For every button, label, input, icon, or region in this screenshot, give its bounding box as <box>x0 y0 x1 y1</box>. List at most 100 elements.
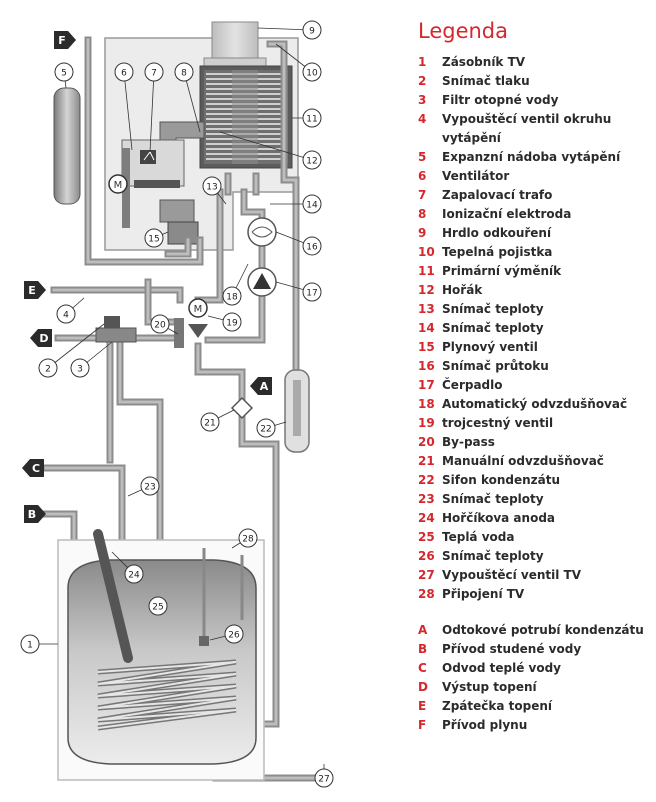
legend-item-number: 6 <box>418 169 427 183</box>
boiler-diagram: M M <box>20 20 334 788</box>
callout-leader <box>219 131 313 161</box>
pipe-core <box>166 238 190 256</box>
legend-item: 26 Snímač teploty <box>418 547 654 566</box>
legend-item-text: Snímač teploty <box>442 321 544 335</box>
callout-circle <box>302 62 322 82</box>
callout-circle <box>224 624 244 644</box>
legend-item-text: Filtr otopné vody <box>442 93 559 107</box>
pipe-core <box>196 190 222 302</box>
legend-item-text: Sifon kondenzátu <box>442 473 561 487</box>
legend-item-number: 4 <box>418 112 427 126</box>
legend-item: 27 Vypouštěcí ventil TV <box>418 566 654 585</box>
legend-item-text: Zpátečka topení <box>442 699 552 713</box>
legend-gap <box>418 604 654 621</box>
pipe <box>240 188 266 222</box>
callout-27: 27 <box>314 764 334 788</box>
legend-item-number: 11 <box>418 264 435 278</box>
legend-item-text: Přívod plynu <box>442 718 528 732</box>
pipe-core <box>206 294 264 342</box>
legend-item-number: E <box>418 699 427 713</box>
legend-item-number: 22 <box>418 473 435 487</box>
callout-22: 22 <box>256 418 287 438</box>
legend-item-text: Vypouštěcí ventil TV <box>442 568 582 582</box>
legend-item: 16 Snímač průtoku <box>418 357 654 376</box>
callout-circle <box>56 304 76 324</box>
legend-item-number: 12 <box>418 283 435 297</box>
legend-item-text: Snímač teploty <box>442 492 544 506</box>
connection-tag-label: C <box>32 462 40 475</box>
callout-leader <box>183 71 201 133</box>
callout-4: 4 <box>56 297 85 324</box>
expansion-vessel <box>53 87 81 205</box>
callout-number: 15 <box>148 235 159 245</box>
callout-15: 15 <box>144 228 169 248</box>
callout-8: 8 <box>174 62 201 133</box>
legend-item-number: 19 <box>418 416 435 430</box>
legend-item-number: 28 <box>418 587 435 601</box>
connection-tag-label: D <box>39 332 48 345</box>
callout-number: 22 <box>260 425 271 435</box>
callout-number: 19 <box>226 319 238 329</box>
legend-item: 22 Sifon kondenzátu <box>418 471 654 490</box>
callout-circle <box>200 412 220 432</box>
callout-17: 17 <box>275 281 322 302</box>
callout-26: 26 <box>209 624 244 644</box>
callout-number: 12 <box>306 157 317 167</box>
legend-item-text: Manuální odvzdušňovač <box>442 454 604 468</box>
callout-circle <box>140 476 160 496</box>
callout-circle <box>238 528 258 548</box>
legend-item-number: 16 <box>418 359 435 373</box>
callout-circle <box>256 418 276 438</box>
legend-item-number: 18 <box>418 397 435 411</box>
legend-item-number: 15 <box>418 340 435 354</box>
connection-tag-label: A <box>260 380 269 393</box>
callout-number: 23 <box>144 483 155 493</box>
pipe-core <box>196 344 244 400</box>
callout-leader <box>123 71 133 151</box>
callout-2: 2 <box>38 323 105 378</box>
pipe-core <box>86 38 202 264</box>
legend-item-number: 27 <box>418 568 435 582</box>
legend-item-text: Snímač teploty <box>442 549 544 563</box>
legend-item-text: trojcestný ventil <box>442 416 554 430</box>
callout-circle <box>302 194 322 214</box>
condensate-siphon <box>284 369 310 453</box>
callout-leader <box>149 71 155 153</box>
callout-13: 13 <box>202 176 227 205</box>
callout-1: 1 <box>20 634 58 654</box>
legend-item-text: Ionizační elektroda <box>442 207 572 221</box>
legend-item-text: Zásobník TV <box>442 55 526 69</box>
callout-9: 9 <box>257 20 322 40</box>
legend-item-text: Plynový ventil <box>442 340 538 354</box>
callout-circle <box>144 62 164 82</box>
legend-item: 15 Plynový ventil <box>418 338 654 357</box>
legend-item-text: Snímač teploty <box>442 302 544 316</box>
hot-water-tank <box>57 539 265 781</box>
callout-circle <box>314 768 334 788</box>
callout-number: 27 <box>318 775 329 785</box>
callout-number: 14 <box>306 201 318 211</box>
callout-circle <box>114 62 134 82</box>
connection-tag-a: A <box>250 377 272 395</box>
callout-number: 5 <box>61 69 67 79</box>
legend-item-text: Snímač průtoku <box>442 359 549 373</box>
callout-circle <box>38 358 58 378</box>
callout-circle <box>302 236 322 256</box>
legend-item-number: 26 <box>418 549 435 563</box>
callout-18: 18 <box>222 263 249 306</box>
callout-number: 17 <box>306 289 317 299</box>
